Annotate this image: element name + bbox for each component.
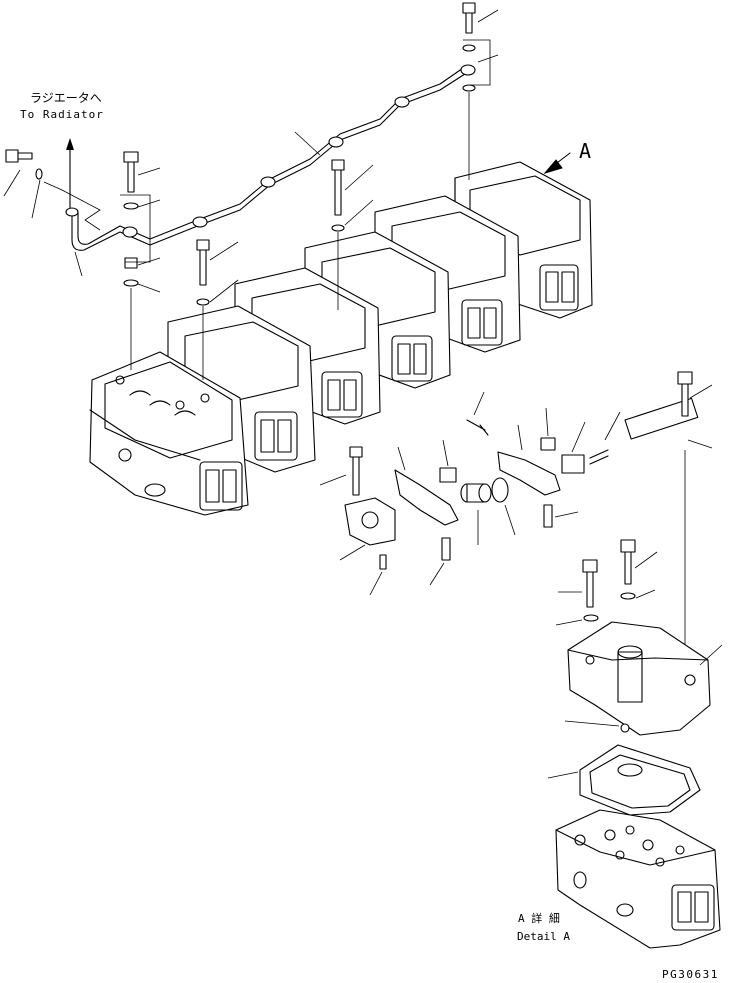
view-marker-label: A: [579, 139, 591, 163]
rocker-parts: [319, 371, 713, 650]
detail-label-jp: A 詳 細: [518, 911, 560, 925]
cylinder-head-1: [89, 351, 249, 516]
arrow-down-left-icon: [543, 152, 571, 174]
detail-a-assembly: [547, 539, 723, 949]
leader-lines: [3, 9, 499, 303]
radiator-label-jp: ラジエータへ: [30, 91, 102, 105]
drawing-code: PG30631: [662, 968, 719, 981]
cooling-pipe: [65, 64, 476, 251]
radiator-label-en: To Radiator: [20, 108, 104, 121]
head-bolts: [5, 2, 476, 380]
radiator-direction-arrow: [66, 138, 74, 211]
detail-label-en: Detail A: [517, 930, 570, 943]
cylinder-head-bank: [89, 161, 593, 516]
